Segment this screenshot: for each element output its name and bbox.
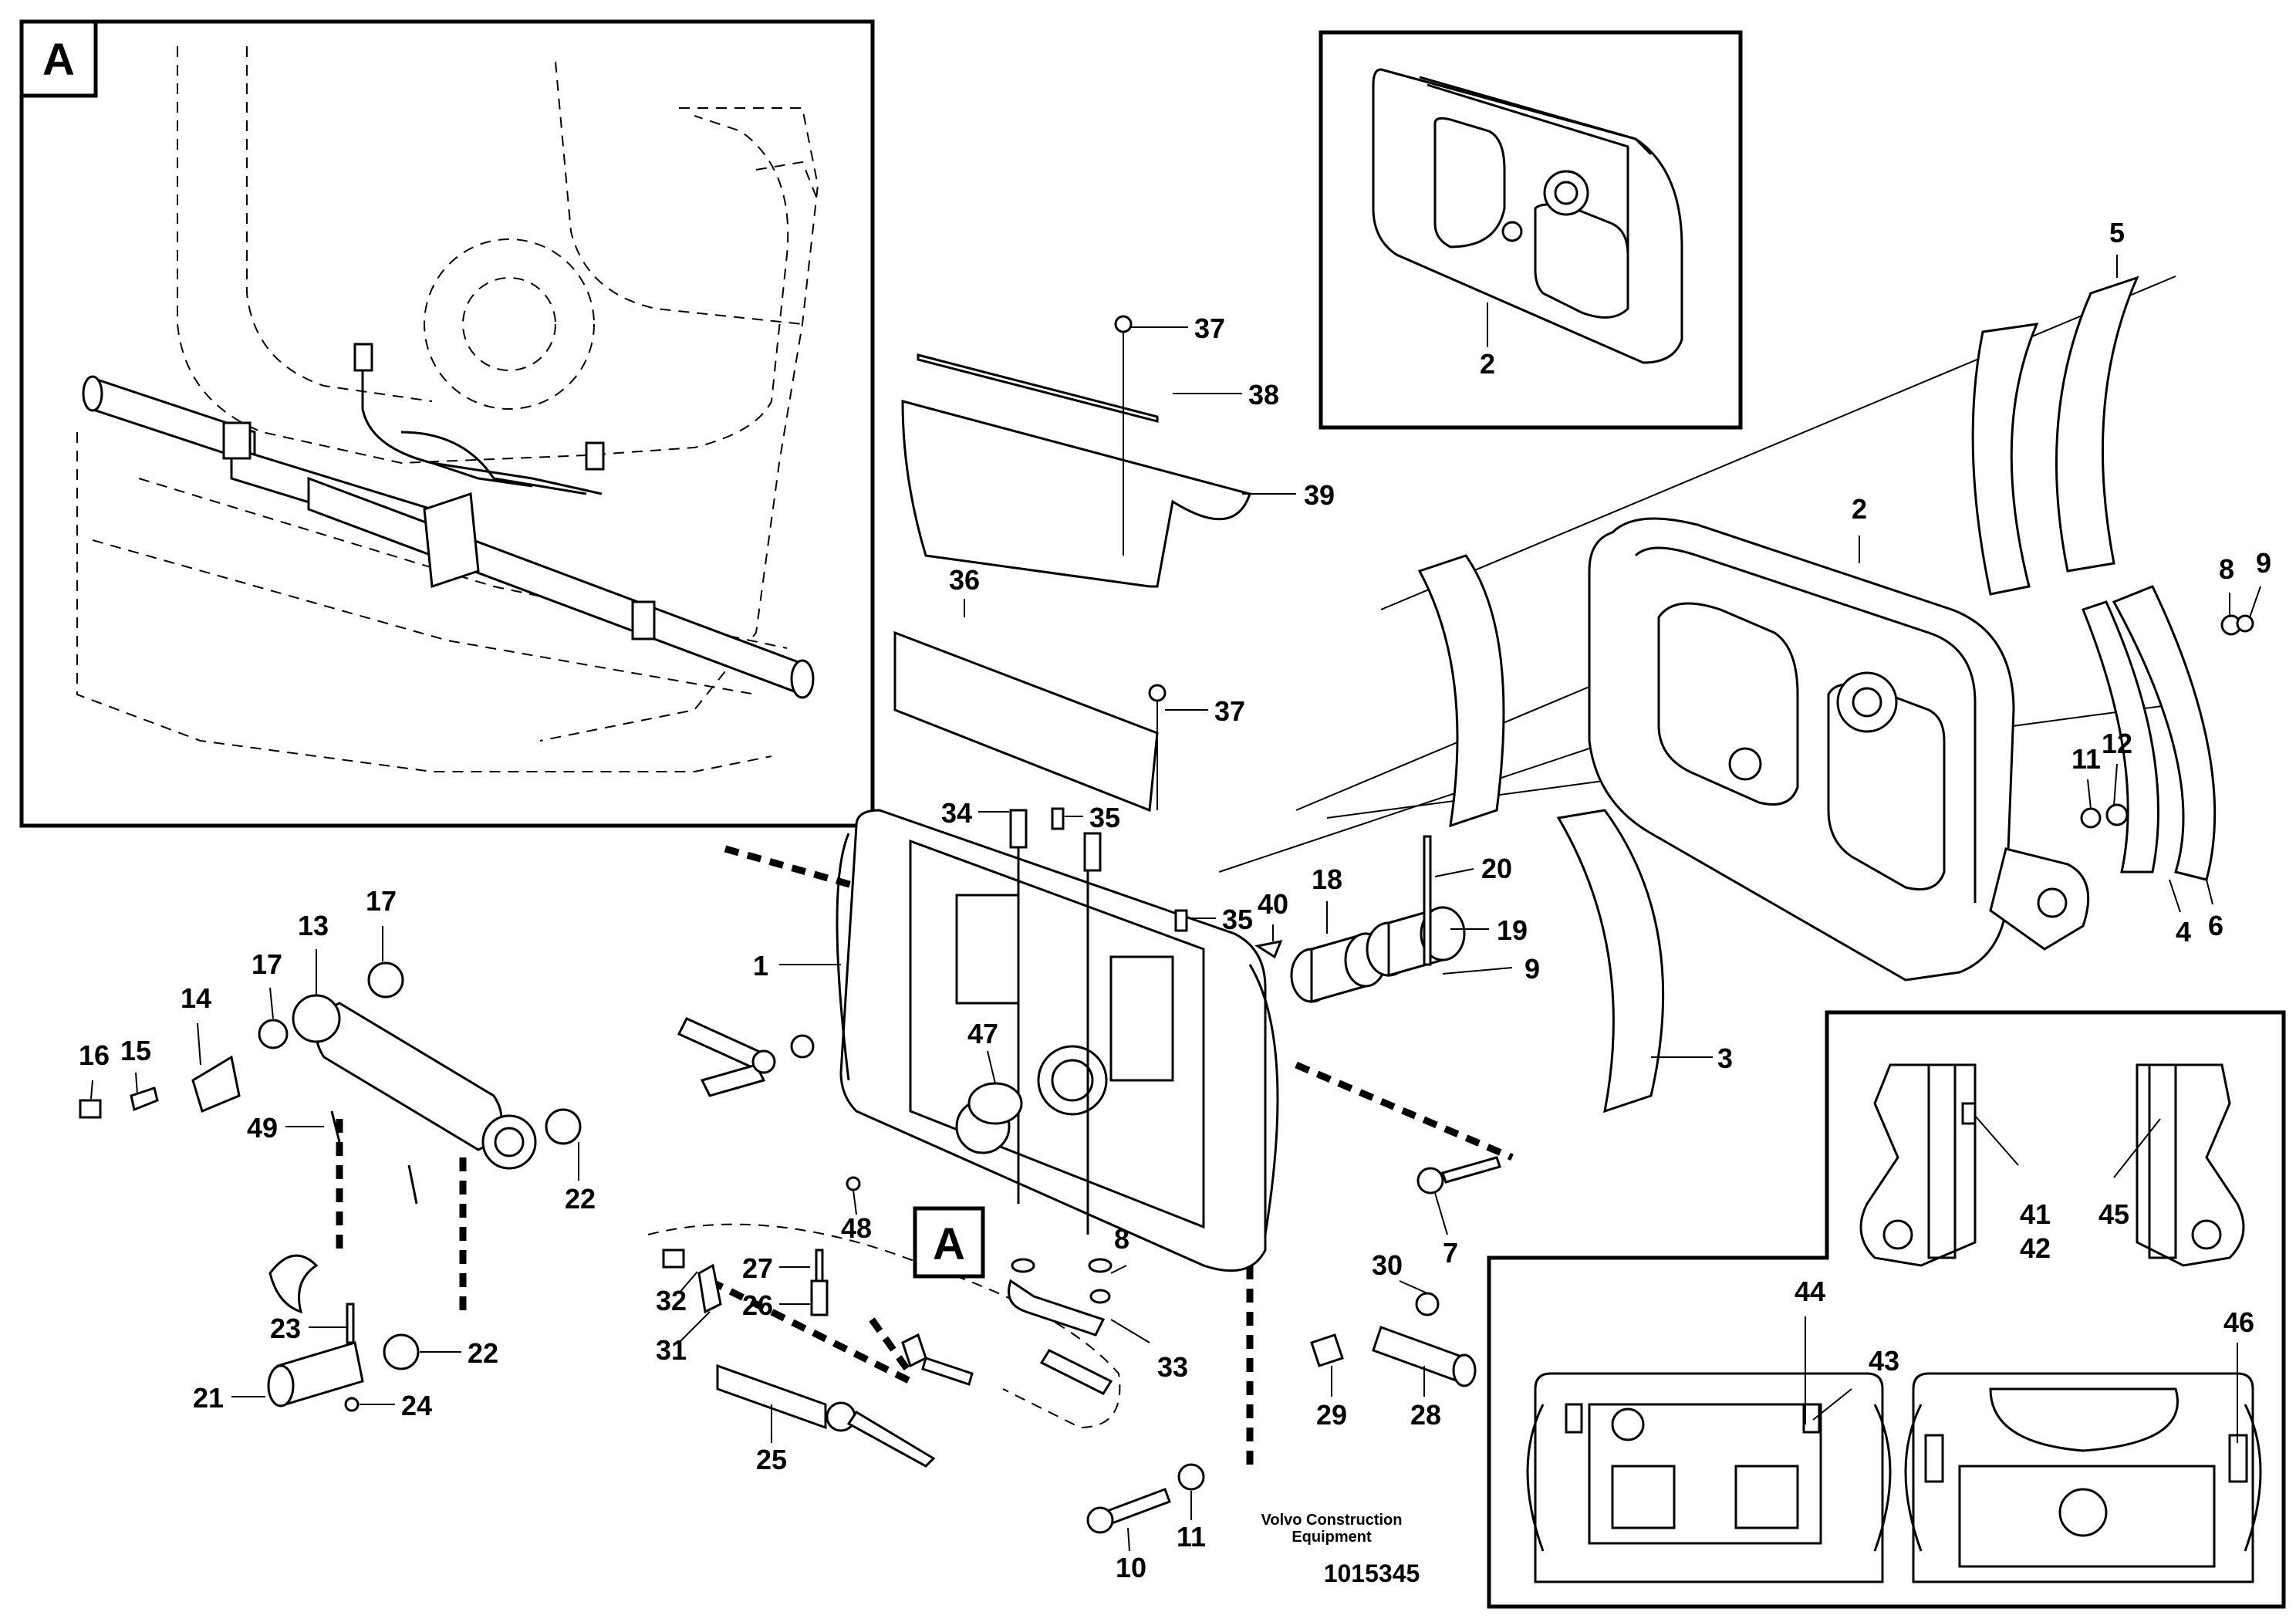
callout-22-a: 22 — [565, 1183, 596, 1215]
callout-17-b: 17 — [252, 948, 282, 980]
callout-43: 43 — [1869, 1345, 1899, 1377]
main-assembly: 5 8 9 12 11 4 6 2 3 — [79, 217, 2271, 1583]
callout-35-a: 35 — [1089, 802, 1120, 833]
callout-32: 32 — [656, 1285, 687, 1316]
callout-6: 6 — [2208, 910, 2223, 941]
callout-37-b: 37 — [1214, 695, 1245, 727]
callout-45: 45 — [2098, 1198, 2129, 1230]
callout-17-a: 17 — [366, 885, 397, 917]
callout-5: 5 — [2109, 217, 2125, 248]
callout-37-a: 37 — [1194, 313, 1225, 344]
callout-47: 47 — [967, 1018, 998, 1049]
callout-7: 7 — [1443, 1237, 1458, 1269]
callout-34: 34 — [941, 797, 972, 829]
callout-2-inset: 2 — [1480, 348, 1495, 380]
callout-14: 14 — [181, 982, 211, 1014]
callout-11-right: 11 — [2071, 743, 2101, 775]
callout-20: 20 — [1481, 853, 1512, 884]
callout-33: 33 — [1157, 1351, 1188, 1383]
callout-16: 16 — [79, 1039, 110, 1071]
callout-42: 42 — [2020, 1232, 2051, 1264]
drawing-footer: Volvo Construction Equipment 1015345 — [1261, 1512, 1420, 1587]
callout-24: 24 — [401, 1390, 432, 1421]
callout-3: 3 — [1717, 1042, 1733, 1074]
callout-40: 40 — [1258, 888, 1288, 920]
callout-35-b: 35 — [1222, 904, 1253, 935]
callout-4: 4 — [2176, 916, 2191, 948]
callout-25: 25 — [756, 1444, 787, 1475]
callout-48: 48 — [841, 1212, 872, 1244]
callout-29: 29 — [1316, 1399, 1347, 1431]
plate-views-inset: 41 42 45 44 43 46 — [1487, 1010, 2286, 1609]
callout-30: 30 — [1372, 1249, 1403, 1281]
callout-46: 46 — [2223, 1306, 2254, 1338]
callout-13: 13 — [298, 910, 329, 941]
callout-11-lower: 11 — [1177, 1521, 1206, 1553]
callout-28: 28 — [1410, 1399, 1441, 1431]
callout-26: 26 — [742, 1289, 773, 1321]
callout-38: 38 — [1248, 379, 1279, 411]
callout-39: 39 — [1304, 479, 1335, 511]
callout-1: 1 — [753, 950, 768, 982]
callout-18: 18 — [1312, 863, 1342, 895]
callout-9-mid: 9 — [1524, 953, 1540, 985]
callout-27: 27 — [742, 1252, 773, 1284]
brand-line-1: Volvo Construction — [1261, 1512, 1403, 1529]
callout-9-right: 9 — [2256, 547, 2271, 579]
callout-23: 23 — [270, 1313, 301, 1344]
callout-44: 44 — [1795, 1276, 1825, 1307]
carrier-plate-inset: 2 — [1319, 30, 1743, 430]
detail-a-tag: A — [42, 35, 75, 85]
callout-21: 21 — [193, 1382, 224, 1414]
brand-line-2: Equipment — [1292, 1529, 1372, 1546]
callout-19: 19 — [1497, 914, 1528, 946]
callout-12: 12 — [2102, 728, 2132, 759]
callout-49: 49 — [247, 1112, 278, 1144]
callout-2-main: 2 — [1852, 493, 1867, 525]
callout-36: 36 — [949, 564, 980, 596]
callout-31: 31 — [656, 1334, 687, 1366]
callout-22-b: 22 — [468, 1337, 498, 1369]
callout-15: 15 — [120, 1035, 151, 1066]
drawing-number: 1015345 — [1324, 1559, 1420, 1587]
callout-10: 10 — [1116, 1552, 1146, 1583]
view-a-tag: A — [933, 1219, 965, 1269]
detail-steering-cylinder — [82, 343, 815, 699]
callout-41: 41 — [2020, 1198, 2051, 1230]
detail-a-inset: A — [19, 19, 875, 828]
callout-8-right: 8 — [2219, 553, 2234, 585]
callout-8-lower: 8 — [1114, 1223, 1129, 1255]
